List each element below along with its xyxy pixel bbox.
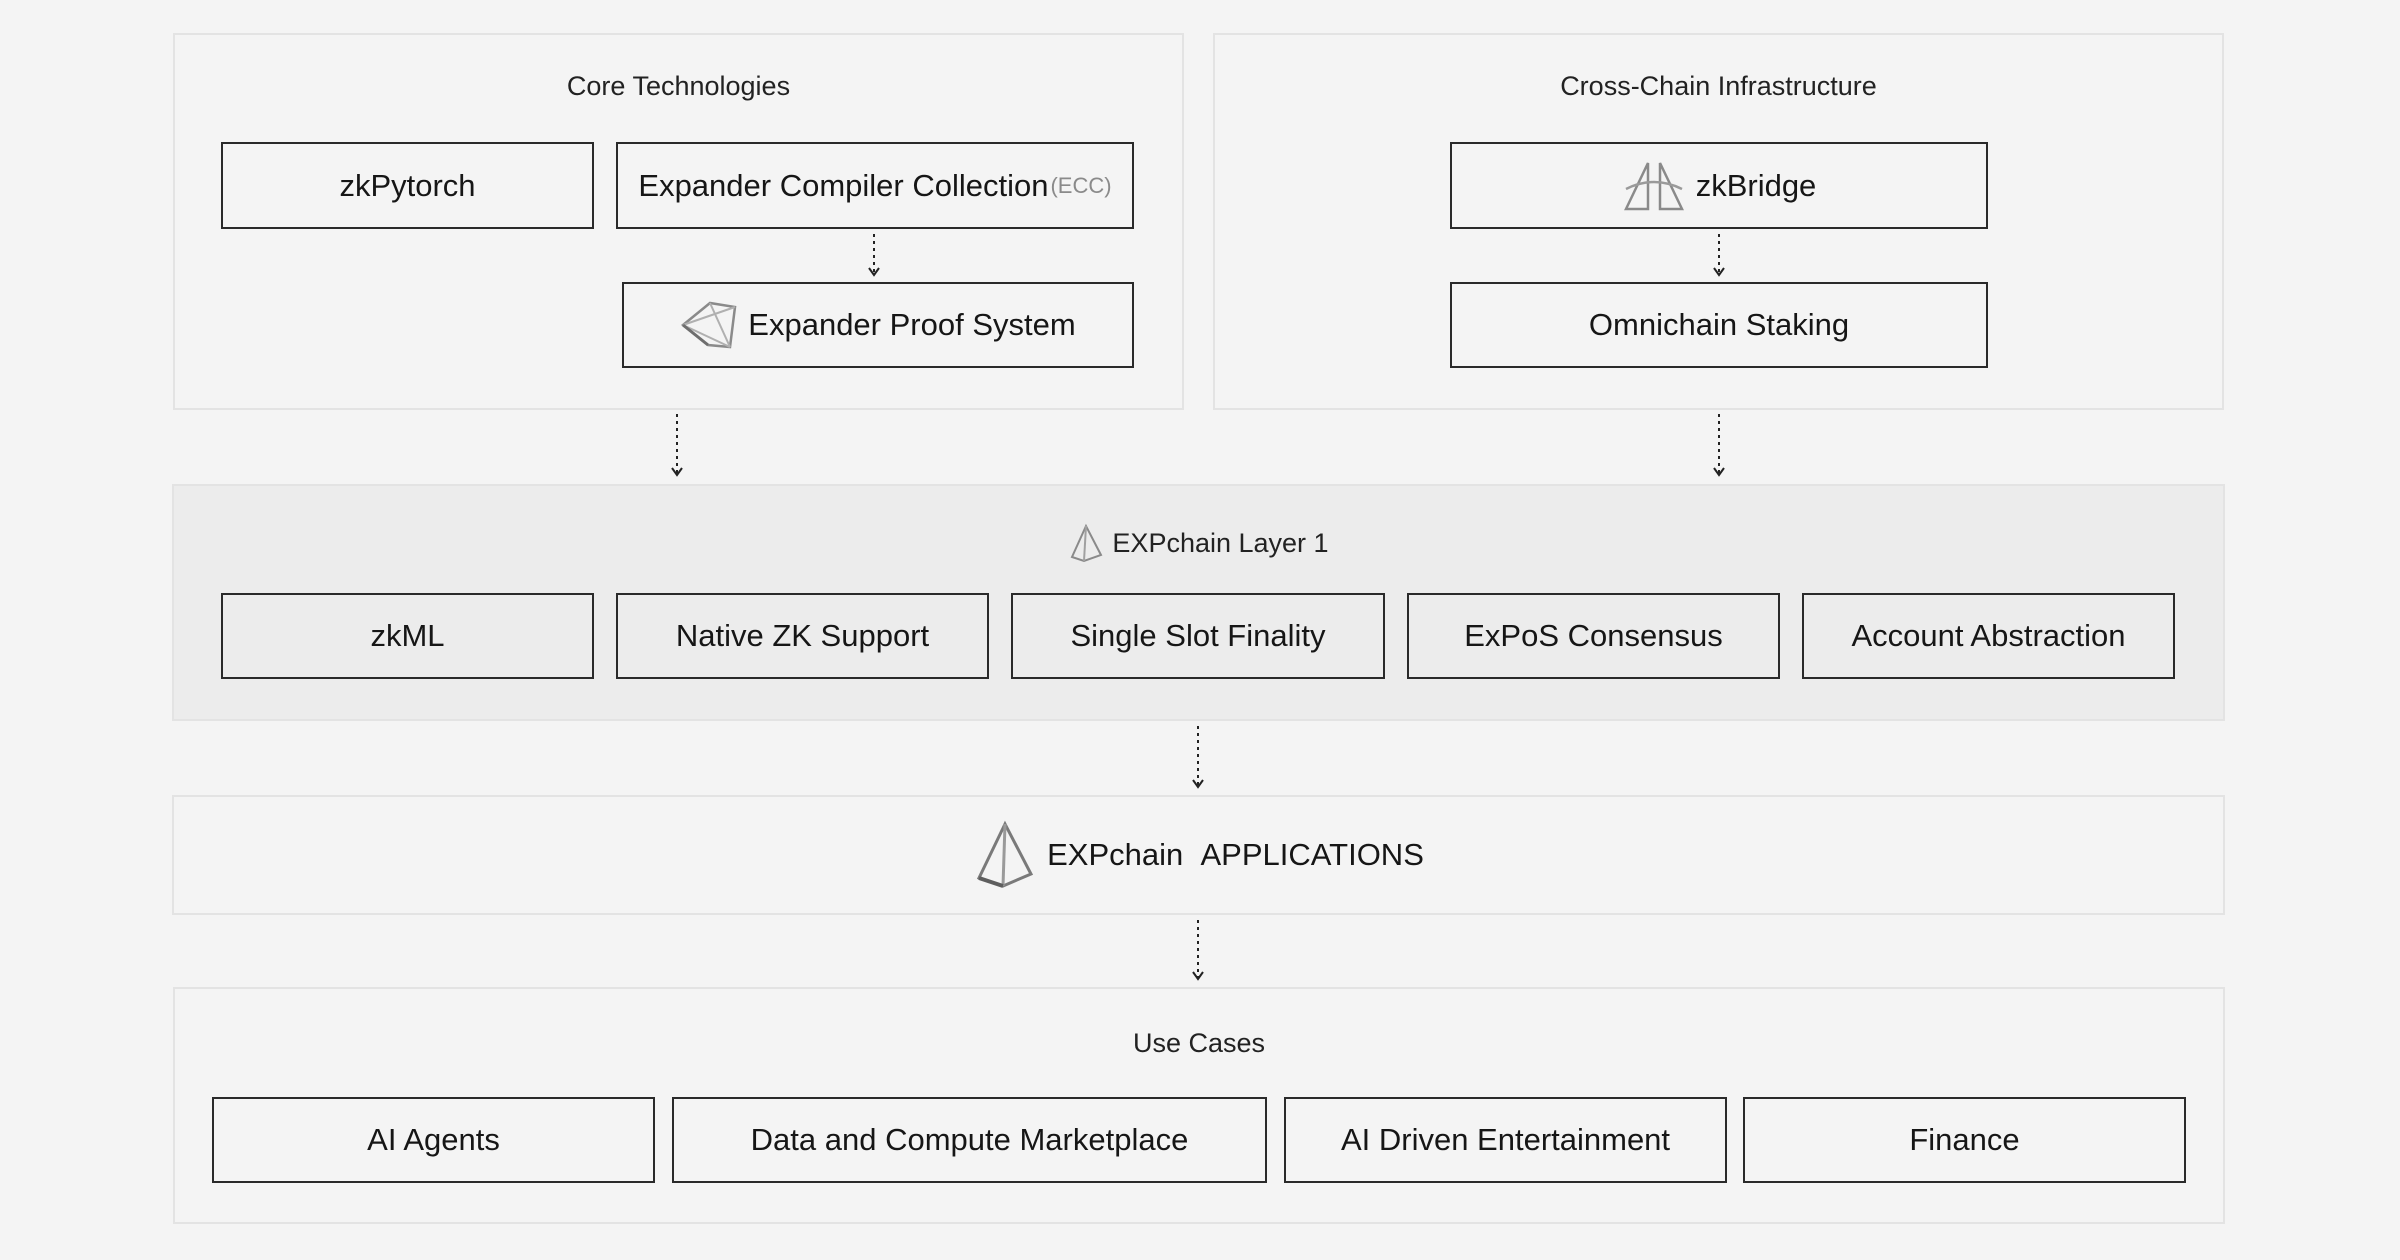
bridge-icon bbox=[1623, 161, 1684, 210]
zkbridge-label: zkBridge bbox=[1695, 167, 1817, 203]
use-case-finance[interactable]: Finance bbox=[1743, 1097, 2186, 1183]
layer1-title-label: EXPchain Layer 1 bbox=[1112, 527, 1329, 558]
layer1-item-account-abstraction[interactable]: Account Abstraction bbox=[1802, 593, 2175, 679]
core-technologies-title: Core Technologies bbox=[566, 71, 791, 101]
use-case-label: AI Driven Entertainment bbox=[1340, 1122, 1671, 1157]
layer1-item-single-slot-finality[interactable]: Single Slot Finality bbox=[1011, 593, 1385, 679]
cross-chain-title: Cross-Chain Infrastructure bbox=[1560, 71, 1877, 101]
layer1-item-label: Native ZK Support bbox=[675, 618, 930, 653]
applications-label: APPLICATIONS bbox=[1200, 837, 1424, 872]
arrow-cross-to-layer1 bbox=[1713, 414, 1725, 477]
omnichain-staking-label: Omnichain Staking bbox=[1588, 307, 1850, 342]
pyramid-icon bbox=[1071, 523, 1103, 563]
expander-proof-system-label: Expander Proof System bbox=[748, 307, 1076, 342]
applications-title: EXPchain APPLICATIONS bbox=[174, 797, 2223, 913]
prism-icon bbox=[681, 301, 737, 349]
use-cases-title: Use Cases bbox=[1132, 1028, 1266, 1058]
arrow-applications-to-use-cases bbox=[1192, 920, 1204, 981]
layer1-item-label: zkML bbox=[370, 618, 445, 653]
layer1-item-zkml[interactable]: zkML bbox=[221, 593, 594, 679]
ecc-suffix: (ECC) bbox=[1050, 172, 1112, 198]
arrow-bridge-to-staking bbox=[1713, 234, 1725, 277]
applications-panel: EXPchain APPLICATIONS bbox=[172, 795, 2225, 915]
omnichain-staking-node[interactable]: Omnichain Staking bbox=[1450, 282, 1988, 368]
zkbridge-node[interactable]: zkBridge bbox=[1450, 142, 1988, 229]
zkpytorch-label: zkPytorch bbox=[339, 167, 476, 203]
use-cases-panel: Use Cases bbox=[173, 987, 2225, 1224]
arrow-core-to-layer1 bbox=[671, 414, 683, 477]
expander-proof-system-node[interactable]: Expander Proof System bbox=[622, 282, 1134, 368]
layer1-item-expos-consensus[interactable]: ExPoS Consensus bbox=[1407, 593, 1780, 679]
layer1-item-label: Single Slot Finality bbox=[1070, 618, 1326, 653]
layer1-title: EXPchain Layer 1 bbox=[174, 523, 2223, 563]
layer1-item-label: ExPoS Consensus bbox=[1464, 618, 1723, 653]
ecc-label: Expander Compiler Collection bbox=[638, 167, 1049, 203]
core-technologies-panel: Core Technologies bbox=[173, 33, 1184, 410]
use-case-label: AI Agents bbox=[367, 1122, 500, 1157]
cross-chain-panel: Cross-Chain Infrastructure bbox=[1213, 33, 2224, 410]
use-case-ai-agents[interactable]: AI Agents bbox=[212, 1097, 655, 1183]
layer1-panel: EXPchain Layer 1 bbox=[172, 484, 2225, 721]
use-case-data-compute-marketplace[interactable]: Data and Compute Marketplace bbox=[672, 1097, 1267, 1183]
arrow-layer1-to-applications bbox=[1192, 726, 1204, 789]
use-case-label: Data and Compute Marketplace bbox=[750, 1122, 1189, 1157]
pyramid-icon bbox=[977, 820, 1034, 888]
ecc-node[interactable]: Expander Compiler Collection(ECC) bbox=[616, 142, 1134, 229]
arrow-ecc-to-proof bbox=[868, 234, 880, 277]
use-case-label: Finance bbox=[1909, 1122, 2020, 1157]
zkpytorch-node[interactable]: zkPytorch bbox=[221, 142, 594, 229]
applications-brand: EXPchain bbox=[1047, 837, 1184, 872]
layer1-item-label: Account Abstraction bbox=[1851, 618, 2126, 653]
use-case-ai-driven-entertainment[interactable]: AI Driven Entertainment bbox=[1284, 1097, 1727, 1183]
layer1-item-native-zk-support[interactable]: Native ZK Support bbox=[616, 593, 989, 679]
